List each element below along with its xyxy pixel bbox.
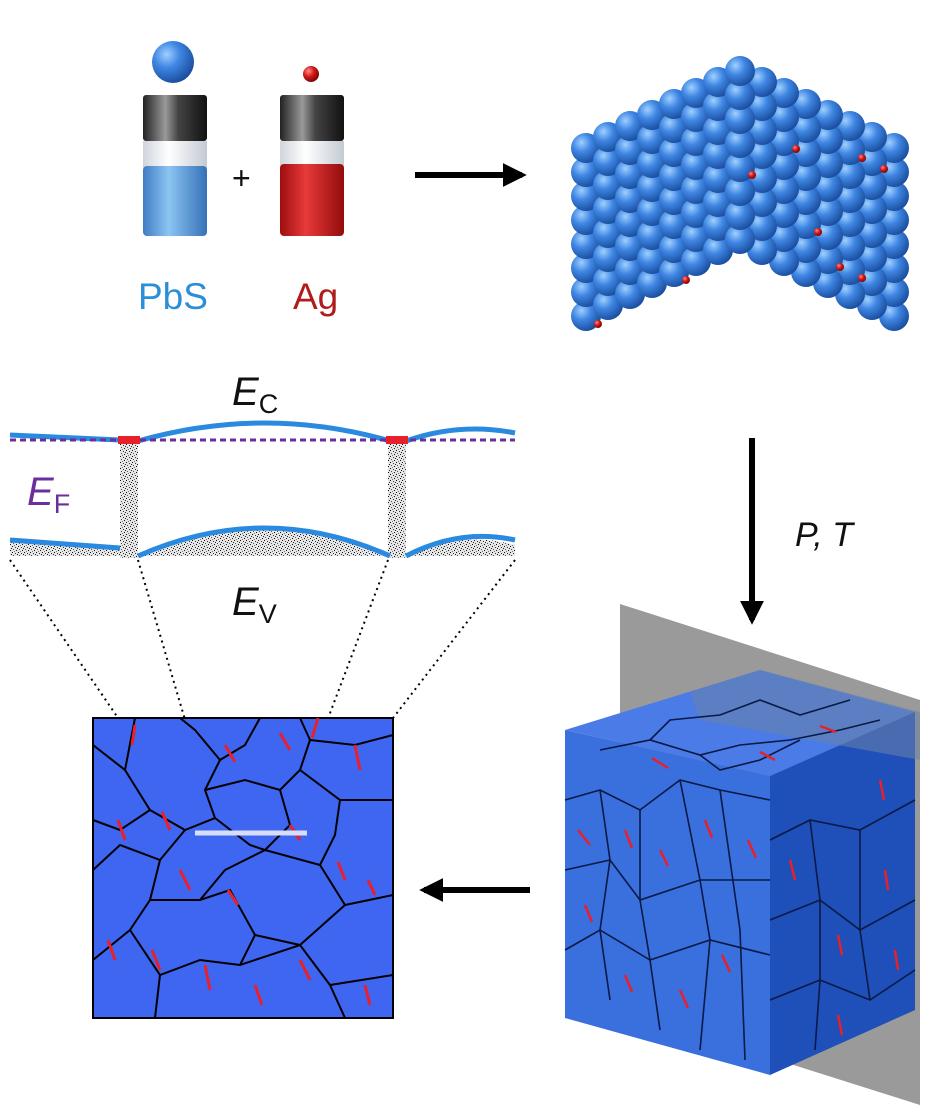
polycrystal-cube bbox=[564, 604, 920, 1105]
ag-nanocrystal-sphere bbox=[858, 274, 866, 282]
ag-state-marker bbox=[118, 436, 140, 444]
plus-sign: + bbox=[232, 160, 251, 196]
ag-nanocrystal-sphere bbox=[594, 320, 602, 328]
pbs-nanocrystal-sphere bbox=[725, 224, 755, 254]
pbs-nanocrystal-sphere bbox=[725, 200, 755, 230]
fermi-level-label: EF bbox=[27, 470, 71, 519]
ag-nanocrystal-sphere bbox=[814, 228, 822, 236]
ag-nanocrystal-sphere bbox=[858, 154, 866, 162]
pbs-nanocrystal-sphere bbox=[725, 56, 755, 86]
ag-vial-icon bbox=[280, 66, 344, 236]
grain-boundary-column bbox=[120, 443, 138, 558]
band-diagram bbox=[9, 420, 516, 559]
ag-label: Ag bbox=[293, 276, 339, 317]
grain-boundary-column bbox=[388, 443, 406, 558]
valence-band bbox=[9, 525, 516, 559]
grain-slice bbox=[92, 717, 394, 1019]
valence-band-label: EV bbox=[232, 580, 277, 629]
pbs-label: PbS bbox=[138, 276, 208, 317]
pbs-vial-icon bbox=[143, 41, 207, 236]
pbs-nanocrystal-sphere bbox=[725, 128, 755, 158]
ag-nanocrystal-sphere bbox=[792, 145, 800, 153]
conduction-band bbox=[9, 420, 516, 444]
pbs-nanocrystal-sphere bbox=[725, 152, 755, 182]
pbs-nanocrystal-sphere bbox=[725, 80, 755, 110]
conduction-band-label: EC bbox=[232, 370, 279, 419]
ag-nanocrystal-sphere bbox=[836, 263, 844, 271]
zoom-guide-lines bbox=[9, 559, 516, 833]
process-conditions-label: P, T bbox=[795, 516, 853, 554]
ag-nanocrystal-sphere bbox=[682, 276, 690, 284]
ag-state-marker bbox=[386, 436, 408, 444]
pbs-nanocrystal-sphere bbox=[725, 176, 755, 206]
pbs-nanocrystal-sphere bbox=[725, 104, 755, 134]
ag-nanocrystal-sphere bbox=[880, 165, 888, 173]
nanocrystal-cube bbox=[571, 56, 909, 331]
ag-nanocrystal-sphere bbox=[748, 171, 756, 179]
